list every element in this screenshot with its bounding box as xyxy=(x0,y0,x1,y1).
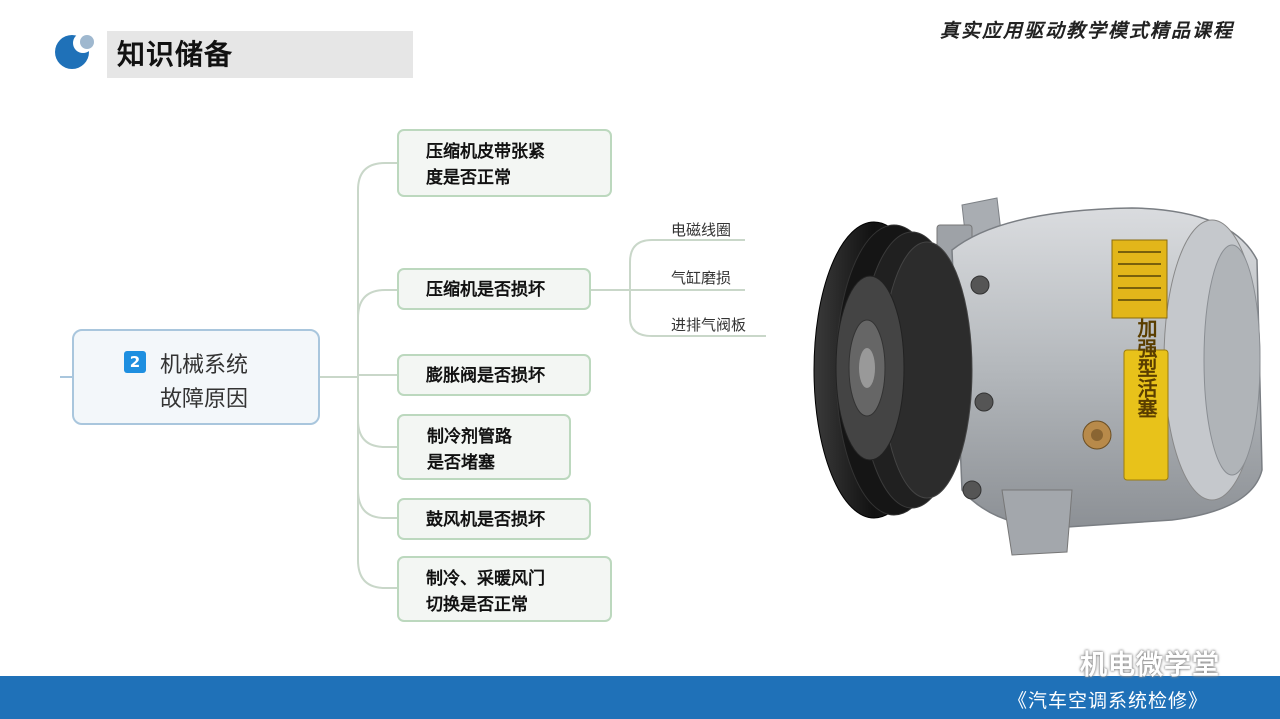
footer-bar xyxy=(0,676,1280,719)
footer-course-title: 《汽车空调系统检修》 xyxy=(1007,690,1208,712)
mindmap-node-expansion-valve: 膨胀阀是否损坏 xyxy=(397,354,591,396)
mindmap-subnode-valve-plate: 进排气阀板 xyxy=(671,316,747,334)
ac-compressor-image: 加强型活塞 xyxy=(813,197,1263,556)
header-bar xyxy=(107,31,413,78)
root-label-line1: 机械系统 xyxy=(160,353,249,378)
mindmap-subnode-solenoid-coil: 电磁线圈 xyxy=(671,221,732,239)
root-number-badge: 2 xyxy=(124,351,146,373)
compressor-label: 加强型活塞 xyxy=(1134,318,1158,418)
mindmap-node-belt-tension: 压缩机皮带张紧 度是否正常 xyxy=(397,129,612,197)
mindmap-node-compressor: 压缩机是否损坏 xyxy=(397,268,591,310)
header-logo-icon xyxy=(55,33,94,69)
page-title: 知识储备 xyxy=(117,38,234,71)
watermark-text: 机电微学堂 xyxy=(1080,650,1220,681)
mindmap-node-blower: 鼓风机是否损坏 xyxy=(397,498,591,540)
mindmap-node-damper-switch: 制冷、采暖风门 切换是否正常 xyxy=(397,556,612,622)
course-tagline: 真实应用驱动教学模式精品课程 xyxy=(939,20,1234,42)
root-label-line2: 故障原因 xyxy=(160,387,249,412)
mindmap-root-node: 2 机械系统 故障原因 xyxy=(72,329,320,425)
wechat-logo-icon xyxy=(1030,641,1073,674)
mindmap-subnode-cylinder-wear: 气缸磨损 xyxy=(671,269,732,287)
mindmap-node-refrigerant-pipe: 制冷剂管路 是否堵塞 xyxy=(397,414,571,480)
